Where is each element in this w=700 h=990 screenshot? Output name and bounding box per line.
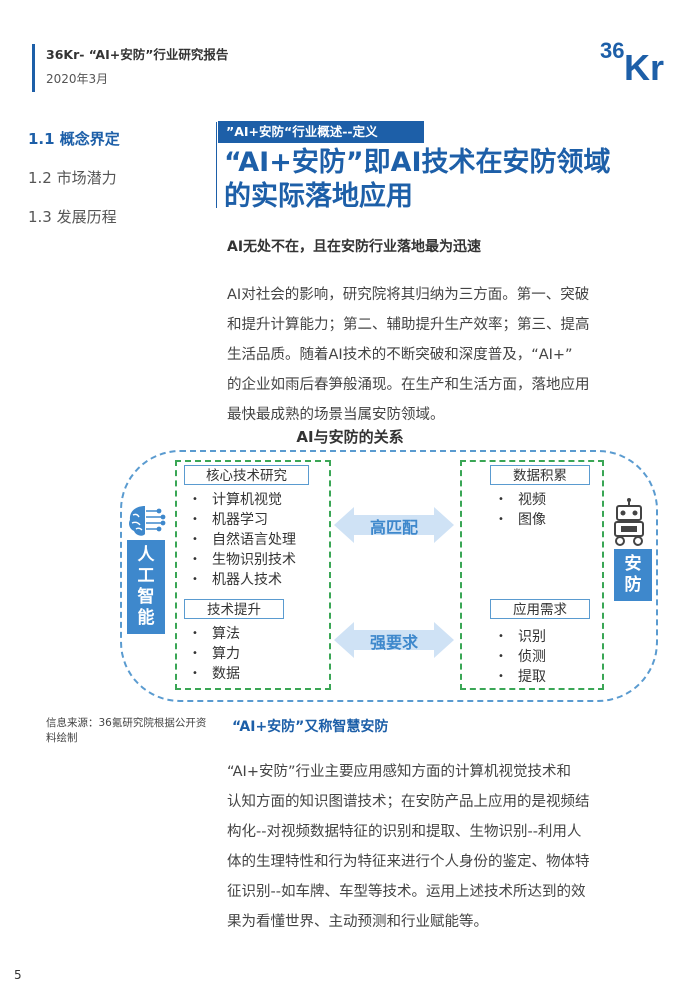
report-title: 36Kr- “AI+安防”行业研究报告 bbox=[46, 47, 229, 62]
core-tech-title: 核心技术研究 bbox=[184, 465, 309, 485]
security-label-char: 防 bbox=[624, 575, 642, 595]
paragraph-line: “AI+安防”行业主要应用感知方面的计算机视觉技术和 bbox=[227, 764, 571, 780]
36kr-logo: 36 Kr bbox=[600, 38, 664, 84]
list-item: •机器学习 bbox=[192, 512, 268, 528]
list-item: •数据 bbox=[192, 666, 240, 682]
headline-line: “AI+安防”即AI技术在安防领域 bbox=[224, 147, 611, 178]
list-item: •算力 bbox=[192, 646, 240, 662]
list-item: •自然语言处理 bbox=[192, 532, 296, 548]
header-accent-bar bbox=[32, 44, 35, 92]
paragraph-line: 体的生理特性和行为特征来进行个人身份的鉴定、物体特 bbox=[227, 854, 590, 870]
tech-up-title: 技术提升 bbox=[184, 599, 284, 619]
paragraph-line: 最快最成熟的场景当属安防领域。 bbox=[227, 407, 445, 423]
figure-source: 信息来源：36氪研究院根据公开资料绘制 bbox=[46, 717, 207, 744]
paragraph-line: AI对社会的影响，研究院将其归纳为三方面。第一、突破 bbox=[227, 287, 590, 303]
section-headline: “AI+安防”即AI技术在安防领域 的实际落地应用 bbox=[224, 146, 664, 214]
paragraph-line: 构化--对视频数据特征的识别和提取、生物识别--利用人 bbox=[227, 824, 582, 840]
section2-subhead: “AI+安防”又称智慧安防 bbox=[232, 719, 389, 735]
figure-frame bbox=[120, 450, 658, 702]
app-need-list: •识别 •侦测 •提取 bbox=[498, 627, 546, 687]
data-acc-list: •视频 •图像 bbox=[498, 490, 546, 530]
paragraph-line: 和提升计算能力；第二、辅助提升生产效率；第三、提高 bbox=[227, 317, 590, 333]
logo-kr: Kr bbox=[624, 47, 664, 84]
arrow-top-label: 高匹配 bbox=[369, 518, 418, 537]
list-item: •图像 bbox=[498, 512, 546, 528]
paragraph-line: 果为看懂世界、主动预测和行业赋能等。 bbox=[227, 914, 488, 930]
figure-title: AI与安防的关系 bbox=[296, 428, 404, 446]
core-tech-list: •计算机视觉 •机器学习 •自然语言处理 •生物识别技术 •机器人技术 bbox=[192, 490, 296, 590]
report-date: 2020年3月 bbox=[46, 72, 109, 86]
logo-36: 36 bbox=[600, 38, 624, 63]
list-item: •提取 bbox=[498, 669, 546, 685]
list-item: •视频 bbox=[498, 492, 546, 508]
nav-item-history[interactable]: 1.3 发展历程 bbox=[28, 208, 117, 226]
list-item: •算法 bbox=[192, 626, 240, 642]
section-divider bbox=[216, 122, 217, 208]
data-acc-title: 数据积累 bbox=[490, 465, 590, 485]
headline-line: 的实际落地应用 bbox=[224, 181, 413, 212]
ai-label-char: 智 bbox=[137, 587, 155, 607]
section2-paragraph: “AI+安防”行业主要应用感知方面的计算机视觉技术和 认知方面的知识图谱技术；在… bbox=[227, 757, 671, 937]
list-item: •侦测 bbox=[498, 649, 546, 665]
paragraph-line: 认知方面的知识图谱技术；在安防产品上应用的是视频结 bbox=[227, 794, 590, 810]
ai-label-char: 工 bbox=[137, 566, 155, 586]
tech-up-list: •算法 •算力 •数据 bbox=[192, 624, 240, 684]
double-arrow-bottom-icon bbox=[334, 622, 454, 658]
paragraph-line: 征识别--如车牌、车型等技术。运用上述技术所达到的效 bbox=[227, 884, 586, 900]
security-label: 安 防 bbox=[614, 549, 652, 601]
intro-paragraph: AI对社会的影响，研究院将其归纳为三方面。第一、突破 和提升计算能力；第二、辅助… bbox=[227, 280, 671, 430]
ai-label: 人 工 智 能 bbox=[127, 540, 165, 634]
ai-label-char: 人 bbox=[137, 545, 155, 565]
section-tag: ”AI+安防“行业概述--定义 bbox=[218, 121, 424, 143]
security-label-char: 安 bbox=[624, 554, 642, 574]
ai-column bbox=[175, 460, 331, 690]
section-subhead: AI无处不在，且在安防行业落地最为迅速 bbox=[227, 239, 482, 255]
security-column bbox=[460, 460, 604, 690]
list-item: •生物识别技术 bbox=[192, 552, 296, 568]
list-item: •识别 bbox=[498, 629, 546, 645]
ai-label-char: 能 bbox=[137, 608, 155, 628]
list-item: •机器人技术 bbox=[192, 572, 282, 588]
paragraph-line: 生活品质。随着AI技术的不断突破和深度普及，“AI+” bbox=[227, 347, 573, 363]
page-number: 5 bbox=[14, 968, 22, 982]
chapter-nav: 1.1 概念界定 1.2 市场潜力 1.3 发展历程 bbox=[28, 128, 120, 245]
nav-item-market[interactable]: 1.2 市场潜力 bbox=[28, 169, 117, 187]
app-need-title: 应用需求 bbox=[490, 599, 590, 619]
list-item: •计算机视觉 bbox=[192, 492, 282, 508]
double-arrow-top-icon bbox=[334, 507, 454, 543]
nav-item-concept[interactable]: 1.1 概念界定 bbox=[28, 130, 120, 148]
arrow-bottom-label: 强要求 bbox=[369, 633, 418, 652]
brain-circuit-icon bbox=[129, 506, 166, 536]
paragraph-line: 的企业如雨后春笋般涌现。在生产和生活方面，落地应用 bbox=[227, 377, 590, 393]
robot-icon bbox=[614, 498, 644, 546]
